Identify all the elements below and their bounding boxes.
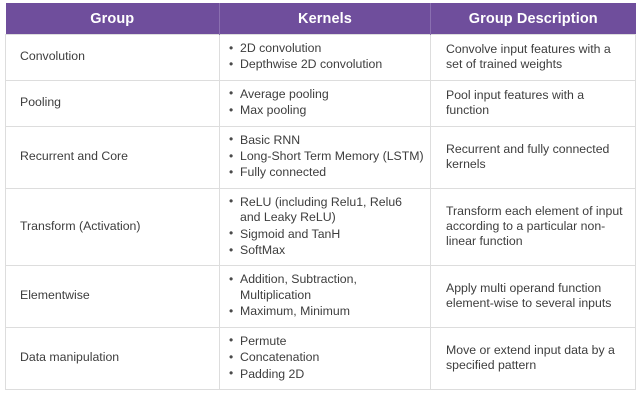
kernel-label: 2D convolution — [240, 41, 322, 55]
bullet-icon: • — [229, 349, 234, 364]
table-header-row: Group Kernels Group Description — [5, 3, 636, 35]
cell-group-name: Pooling — [5, 80, 220, 127]
kernel-list-item: • 2D convolution — [228, 41, 424, 56]
cell-group-description: Pool input features with a function — [430, 80, 636, 127]
bullet-icon: • — [229, 56, 234, 71]
bullet-icon: • — [229, 164, 234, 179]
group-description-text: Apply multi operand function element-wis… — [446, 280, 612, 311]
kernel-list-item: • Addition, Subtraction, Multiplication — [228, 272, 424, 303]
table-row: Data manipulation•Permute•Concatenation•… — [5, 327, 636, 390]
cell-kernels: • Addition, Subtraction, Multiplication • M… — [219, 265, 431, 328]
table-row: Elementwise • Addition, Subtraction, Multi… — [5, 265, 636, 328]
bullet-icon: • — [229, 303, 234, 318]
cell-group-description: Apply multi operand function element-wis… — [430, 265, 636, 328]
kernel-label: Padding 2D — [240, 366, 305, 381]
cell-group-description: Convolve input features with a set of tr… — [430, 34, 636, 81]
kernel-list-item: • Max pooling — [228, 103, 424, 118]
cell-group-name: Data manipulation — [5, 327, 220, 390]
table-row: Convolution • 2D convolution • Depthwise 2D … — [5, 34, 636, 81]
bullet-icon: • — [229, 242, 234, 257]
kernel-list: • 2D convolution • Depthwise 2D convolution — [228, 41, 424, 73]
group-description-text: Pool input features with a function — [446, 87, 585, 117]
kernel-list-item: • Average pooling — [228, 86, 424, 102]
bullet-icon: • — [229, 148, 234, 163]
kernel-label: Maximum, Minimum — [240, 304, 350, 319]
bullet-icon: • — [229, 40, 234, 55]
cell-kernels: • 2D convolution • Depthwise 2D convolution — [219, 34, 431, 81]
kernel-list-item: • Depthwise 2D convolution — [228, 57, 424, 72]
kernel-list-item: • Concatenation — [228, 350, 424, 365]
kernel-label: Fully connected — [240, 165, 327, 180]
cell-group-description: Transform each element of input accordin… — [430, 188, 636, 267]
bullet-icon: • — [229, 271, 234, 286]
column-header-group: Group — [5, 3, 220, 35]
kernel-list-item: • Permute — [228, 333, 424, 349]
kernel-list: • Average pooling • Max pooling — [228, 86, 424, 119]
table-body: Convolution • 2D convolution • Depthwise 2D … — [5, 34, 636, 390]
bullet-icon: • — [229, 132, 234, 147]
bullet-icon: • — [229, 102, 234, 117]
table-header: Group Kernels Group Description — [5, 3, 636, 35]
cell-group-name: Convolution — [5, 34, 220, 81]
kernel-list: • Basic RNN • Long-Short Term Memory (LSTM)… — [228, 132, 424, 181]
group-description-text: Move or extend input data by a specified… — [446, 342, 615, 372]
cell-group-description: Move or extend input data by a specified… — [430, 327, 636, 390]
cell-group-description: Recurrent and fully connected kernels — [430, 126, 636, 189]
kernel-list: • ReLU (including Relu1, Relu6 and Leaky … — [228, 194, 424, 259]
kernel-list-item: • ReLU (including Relu1, Relu6 and Leaky … — [228, 194, 424, 226]
cell-kernels: • Average pooling • Max pooling — [219, 80, 431, 127]
bullet-icon: • — [229, 333, 234, 348]
table-row: Recurrent and Core • Basic RNN • Long-Short … — [5, 126, 636, 189]
column-header-kernels: Kernels — [219, 3, 431, 35]
kernel-list: • Addition, Subtraction, Multiplication • M… — [228, 272, 424, 319]
cell-group-name: Elementwise — [5, 265, 220, 328]
kernel-list: • Permute • Concatenation • Padding 2D — [228, 333, 424, 382]
kernel-label: Long-Short Term Memory (LSTM) — [240, 149, 424, 164]
bullet-icon: • — [229, 226, 234, 241]
kernel-label: SoftMax — [240, 243, 286, 258]
group-description-text: Convolve input features with a set of tr… — [446, 41, 611, 71]
column-header-group-description: Group Description — [430, 3, 636, 35]
cell-group-name: Recurrent and Core — [5, 126, 220, 189]
kernel-label: Max pooling — [240, 103, 307, 118]
bullet-icon: • — [229, 194, 234, 209]
kernel-label: Average pooling — [240, 86, 329, 101]
bullet-icon: • — [229, 86, 234, 101]
kernel-list-item: • Fully connected — [228, 165, 424, 180]
cell-kernels: • Permute • Concatenation • Padding 2D — [219, 327, 431, 390]
group-description-text: Transform each element of input accordin… — [446, 203, 623, 249]
kernel-list-item: • Long-Short Term Memory (LSTM) — [228, 149, 424, 164]
kernel-label: Permute — [240, 333, 287, 348]
kernel-list-item: • Basic RNN — [228, 132, 424, 148]
bullet-icon: • — [229, 366, 234, 380]
table-row: Pooling • Average pooling • Max pooling Pool … — [5, 80, 636, 127]
table-row: Transform (Activation) • ReLU (including R… — [5, 188, 636, 267]
kernel-label: Addition, Subtraction, Multiplication — [240, 272, 357, 302]
group-description-text: Recurrent and fully connected kernels — [446, 141, 610, 171]
kernel-list-item: • SoftMax — [228, 243, 424, 258]
kernel-label: Concatenation — [240, 350, 320, 365]
kernel-label: ReLU (including Relu1, Relu6 and Leaky R… — [240, 194, 402, 225]
kernel-label: Basic RNN — [240, 132, 301, 147]
kernel-list-item: • Padding 2D — [228, 366, 424, 382]
kernel-label: Depthwise 2D convolution — [240, 57, 383, 72]
cell-group-name: Transform (Activation) — [5, 188, 220, 267]
kernel-list-item: • Maximum, Minimum — [228, 304, 424, 319]
cell-kernels: • ReLU (including Relu1, Relu6 and Leaky … — [219, 188, 431, 267]
kernel-list-item: • Sigmoid and TanH — [228, 226, 424, 242]
kernel-groups-table: Group Kernels Group Description Convolut… — [5, 3, 636, 390]
cell-kernels: • Basic RNN • Long-Short Term Memory (LSTM)… — [219, 126, 431, 189]
kernel-label: Sigmoid and TanH — [240, 226, 341, 241]
